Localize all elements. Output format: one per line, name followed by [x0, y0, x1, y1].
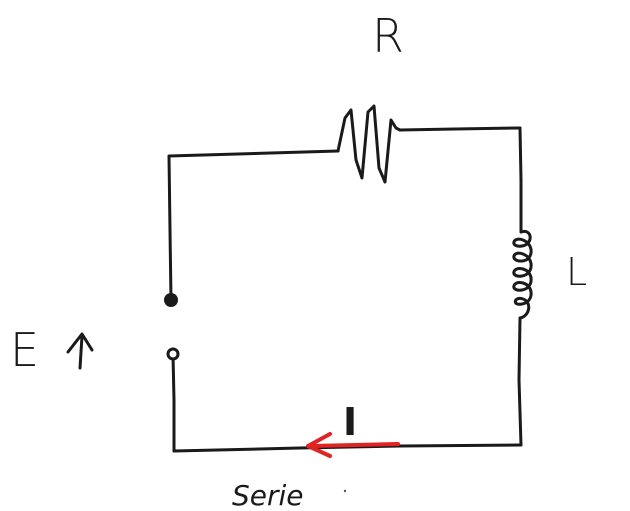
wire-right-lower: [517, 316, 523, 447]
source-label: E: [10, 323, 39, 377]
wire-left-lower: [171, 353, 176, 453]
wire-right-upper: [518, 126, 523, 234]
wire-left-upper: [167, 149, 340, 302]
resistor-label: R: [372, 9, 404, 63]
current-arrow-icon: [306, 432, 400, 458]
stray-mark: [343, 489, 347, 493]
source-voltage-arrow-icon: [66, 332, 94, 370]
source-terminal-top: [164, 293, 178, 307]
source-terminal-bottom: [166, 347, 180, 361]
inductor-symbol: [512, 229, 533, 320]
current-label: I: [343, 400, 357, 444]
wire-top-right: [398, 126, 522, 132]
resistor-symbol: [336, 104, 402, 184]
inductor-label: L: [566, 250, 587, 294]
diagram-caption: Serie: [232, 479, 304, 511]
